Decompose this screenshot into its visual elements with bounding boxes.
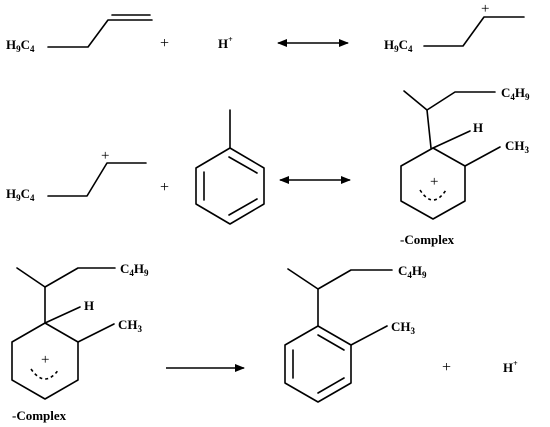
row3-sigma-methyl-label: CH3 [118, 317, 143, 334]
carbocation-charge: + [481, 1, 489, 17]
row2-carbocation: H9C4 + [6, 148, 147, 203]
butene-skeleton [47, 19, 153, 48]
carbocation-skeleton [423, 16, 525, 47]
toluene-ring [195, 147, 265, 225]
toluene [195, 109, 265, 225]
row2-carbocation-skeleton [47, 162, 147, 197]
product-ring [284, 325, 352, 403]
row3-plus: + [442, 359, 451, 376]
toluene-inner-bond-2 [228, 198, 258, 216]
row2-sigma-methyl-label: CH3 [505, 138, 530, 155]
row1-plus: + [160, 35, 169, 52]
row3-sigma-ring-charge: + [41, 352, 49, 368]
toluene-inner-bond-1 [228, 156, 258, 174]
row3-sigma-delocalization-arc [30, 368, 60, 380]
row2-carbocation-chain-label: H9C4 [6, 186, 35, 203]
row3-product: C4H9 CH3 [284, 263, 427, 403]
row3-sigma-hydrogen: H [84, 298, 94, 313]
row3-sigma-complex: C4H9 H CH3 + -Complex [11, 261, 149, 423]
product-inner-bond-2 [317, 377, 345, 394]
row2-sigma-side-chain [403, 90, 496, 111]
row1-carbocation: H9C4 + [384, 1, 525, 54]
row3-sigma-chain-label: C4H9 [120, 261, 149, 278]
row3-sigma-side-chain [16, 267, 116, 288]
butene-chain-label: H9C4 [6, 37, 35, 54]
row2-sigma-methyl-bond [464, 146, 501, 167]
carbocation-chain-label: H9C4 [384, 37, 413, 54]
row2-sigma-complex: C4H9 H CH3 + -Complex [400, 85, 530, 247]
row3-sigma-caption: -Complex [12, 408, 67, 423]
row2-sigma-caption: -Complex [400, 232, 455, 247]
row2-sigma-ring-charge: + [430, 174, 438, 190]
row2-sigma-chain-label: C4H9 [501, 85, 530, 102]
row1-butene: H9C4 [6, 14, 153, 54]
row2-sigma-delocalization-arc [419, 189, 447, 201]
product-chain-label: C4H9 [398, 263, 427, 280]
product-side-chain [287, 268, 393, 290]
row1-proton: H+ [218, 35, 233, 51]
product-inner-bond-1 [317, 334, 345, 351]
row3-sigma-methyl-bond [77, 323, 115, 343]
row2-sigma-chain-bond [426, 109, 432, 149]
product-methyl-bond [350, 325, 388, 346]
row3-proton: H+ [503, 359, 518, 375]
row2-sigma-hydrogen: H [473, 120, 483, 135]
row2-sigma-h-bond [432, 130, 471, 149]
row2-carbocation-charge: + [101, 148, 109, 164]
row3-sigma-h-bond [44, 306, 81, 324]
row2-plus: + [160, 179, 169, 196]
product-methyl-label: CH3 [391, 319, 416, 336]
